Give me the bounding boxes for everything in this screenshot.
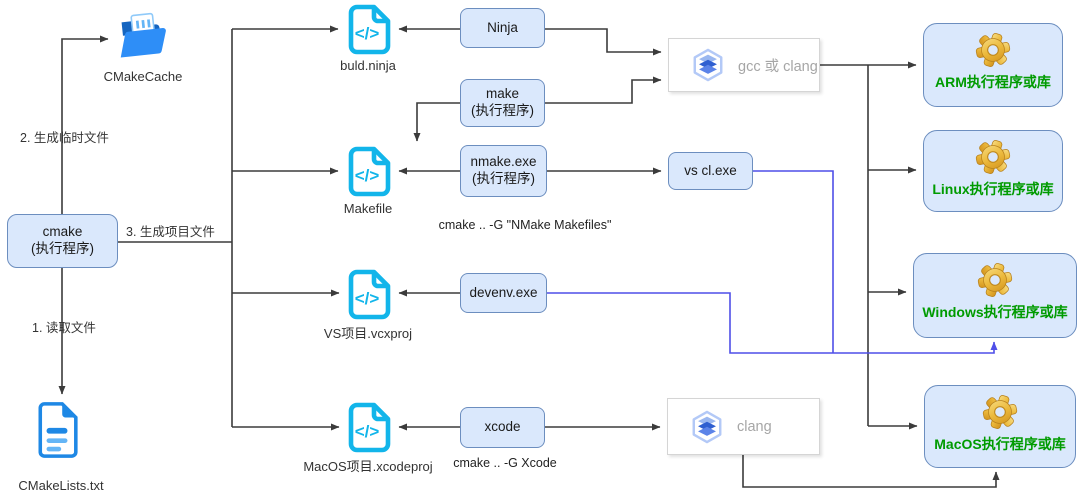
clang-label: clang (737, 418, 772, 435)
step2-label: 2. 生成临时文件 (20, 131, 109, 145)
cmake-label-line1: cmake (42, 224, 83, 240)
ninja-label: Ninja (487, 19, 518, 35)
windows-output-label: Windows执行程序或库 (922, 304, 1068, 320)
xcode-label: xcode (484, 419, 521, 435)
build-ninja-label: buld.ninja (340, 58, 396, 73)
svg-text:</>: </> (355, 166, 380, 185)
vcxproj-label: VS项目.vcxproj (323, 326, 413, 341)
xcode-node: xcode (460, 407, 545, 448)
cmd-xcode-label: cmake .. -G Xcode (453, 456, 557, 470)
nmake-label-line1: nmake.exe (470, 154, 537, 170)
clang-node: clang (667, 398, 820, 455)
arm-output-node: ARM执行程序或库 (923, 23, 1063, 107)
makefile-label: Makefile (343, 201, 393, 216)
cmake-node: cmake (执行程序) (7, 214, 118, 268)
macos-output-label: MacOS执行程序或库 (934, 436, 1066, 452)
svg-text:</>: </> (355, 289, 380, 308)
vs-cl-node: vs cl.exe (668, 152, 753, 190)
gear-icon (975, 140, 1011, 174)
gcc-clang-label: gcc 或 clang (738, 58, 818, 75)
code-file-icon: </> (345, 4, 391, 61)
step1-label: 1. 读取文件 (32, 321, 96, 335)
vs-cl-label: vs cl.exe (684, 162, 737, 178)
gear-icon (975, 33, 1011, 67)
code-file-icon: </> (345, 269, 391, 326)
gcc-clang-node: gcc 或 clang (668, 38, 820, 92)
svg-text:</>: </> (355, 24, 380, 43)
linux-output-label: Linux执行程序或库 (932, 181, 1054, 197)
compiler-icon (693, 48, 723, 82)
windows-output-node: Windows执行程序或库 (913, 253, 1077, 338)
cmakelists-label: CMakeLists.txt (18, 478, 104, 493)
linux-output-node: Linux执行程序或库 (923, 130, 1063, 212)
gear-icon (977, 263, 1013, 297)
gear-icon (982, 395, 1018, 429)
devenv-node: devenv.exe (460, 273, 547, 313)
xcodeproj-label: MacOS项目.xcodeproj (303, 459, 433, 474)
macos-output-node: MacOS执行程序或库 (924, 385, 1076, 468)
document-icon (34, 399, 80, 461)
code-file-icon: </> (345, 146, 391, 203)
svg-text:</>: </> (355, 422, 380, 441)
arm-output-label: ARM执行程序或库 (935, 74, 1051, 90)
step3-label: 3. 生成项目文件 (126, 225, 215, 239)
cmakecache-label: CMakeCache (103, 69, 183, 84)
make-node: make (执行程序) (460, 79, 545, 127)
nmake-label-line2: (执行程序) (472, 171, 535, 186)
make-label-line1: make (485, 86, 519, 102)
devenv-label: devenv.exe (469, 284, 538, 300)
ninja-node: Ninja (460, 8, 545, 48)
compiler-icon (692, 410, 722, 443)
code-file-icon: </> (345, 402, 391, 459)
nmake-node: nmake.exe (执行程序) (460, 145, 547, 197)
cmd-nmake-label: cmake .. -G "NMake Makefiles" (438, 218, 612, 232)
make-label-line2: (执行程序) (471, 103, 534, 118)
folder-icon (114, 10, 168, 60)
cmake-label-line2: (执行程序) (31, 241, 94, 256)
